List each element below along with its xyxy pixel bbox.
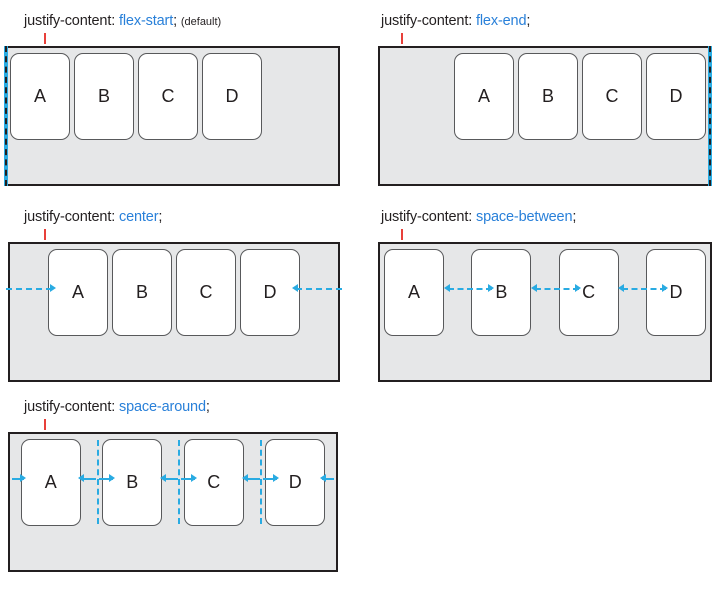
caption-value: center bbox=[118, 209, 159, 225]
caption-note: (default) bbox=[180, 16, 222, 28]
caption-center: justify-content: center; bbox=[24, 208, 348, 226]
pointer-tick bbox=[401, 33, 403, 44]
caption-semicolon: ; bbox=[158, 209, 163, 225]
panel-space-around: justify-content: space-around; A B C D bbox=[8, 398, 348, 572]
caption-space-around: justify-content: space-around; bbox=[24, 398, 348, 416]
caption-flex-start: justify-content: flex-start; (default) bbox=[24, 12, 344, 31]
flex-item: A bbox=[384, 249, 444, 336]
flex-container-flex-end: A B C D bbox=[378, 46, 712, 186]
pointer-tick bbox=[401, 229, 403, 240]
caption-property: justify-content: bbox=[381, 13, 473, 29]
half-space-arrow-1-left bbox=[82, 478, 96, 480]
flex-item: D bbox=[240, 249, 300, 336]
flex-item: A bbox=[20, 439, 81, 526]
panel-center: justify-content: center; A B C D bbox=[6, 208, 348, 382]
flex-container-flex-start: A B C D bbox=[4, 46, 340, 186]
pointer-tick bbox=[44, 33, 46, 44]
flex-container-space-between: A B C D bbox=[378, 242, 712, 382]
half-space-arrow-3-left bbox=[246, 478, 260, 480]
caption-semicolon: ; bbox=[173, 13, 177, 29]
caption-space-between: justify-content: space-between; bbox=[381, 208, 718, 226]
arrow-head-left-icon bbox=[531, 284, 537, 292]
panel-space-between: justify-content: space-between; A B C D bbox=[378, 208, 718, 382]
flex-item: B bbox=[102, 439, 163, 526]
half-space-divider-3 bbox=[260, 440, 262, 524]
flex-item: D bbox=[645, 249, 706, 336]
caption-semicolon: ; bbox=[205, 399, 210, 415]
arrow-head-left-icon bbox=[618, 284, 624, 292]
flex-item: A bbox=[454, 53, 514, 140]
flex-item: D bbox=[202, 53, 262, 140]
caption-property: justify-content: bbox=[24, 13, 116, 29]
pointer-tick bbox=[44, 419, 46, 430]
flex-item: C bbox=[176, 249, 236, 336]
flex-item: B bbox=[471, 249, 532, 336]
start-edge-marker-icon bbox=[4, 46, 8, 186]
flex-container-center: A B C D bbox=[6, 242, 342, 382]
flex-container-space-around: A B C D bbox=[8, 432, 338, 572]
caption-flex-end: justify-content: flex-end; bbox=[381, 12, 718, 30]
caption-value: space-between bbox=[475, 209, 573, 225]
flex-item: C bbox=[183, 439, 244, 526]
caption-property: justify-content: bbox=[24, 209, 116, 225]
end-edge-marker-icon bbox=[708, 46, 712, 186]
caption-property: justify-content: bbox=[381, 209, 473, 225]
caption-semicolon: ; bbox=[572, 209, 577, 225]
flex-item: C bbox=[558, 249, 619, 336]
pointer-tick bbox=[44, 229, 46, 240]
flex-item: D bbox=[646, 53, 706, 140]
flex-item: B bbox=[518, 53, 578, 140]
half-space-divider-1 bbox=[97, 440, 99, 524]
flex-item: B bbox=[112, 249, 172, 336]
half-space-divider-2 bbox=[178, 440, 180, 524]
half-space-arrow-2-left bbox=[164, 478, 178, 480]
caption-semicolon: ; bbox=[526, 13, 531, 29]
flex-item: B bbox=[74, 53, 134, 140]
flex-item: A bbox=[10, 53, 70, 140]
flex-item: C bbox=[582, 53, 642, 140]
panel-flex-start: justify-content: flex-start; (default) A… bbox=[4, 12, 344, 186]
caption-value: flex-end bbox=[475, 13, 527, 29]
caption-property: justify-content: bbox=[24, 399, 116, 415]
free-space-arrow-right bbox=[296, 288, 342, 290]
arrow-head-left-icon bbox=[444, 284, 450, 292]
free-space-arrow-left bbox=[6, 288, 52, 290]
panel-flex-end: justify-content: flex-end; A B C D bbox=[378, 12, 718, 186]
caption-value: space-around bbox=[118, 399, 206, 415]
flex-item: D bbox=[265, 439, 326, 526]
flex-item: C bbox=[138, 53, 198, 140]
caption-value: flex-start bbox=[118, 13, 174, 29]
flex-item: A bbox=[48, 249, 108, 336]
